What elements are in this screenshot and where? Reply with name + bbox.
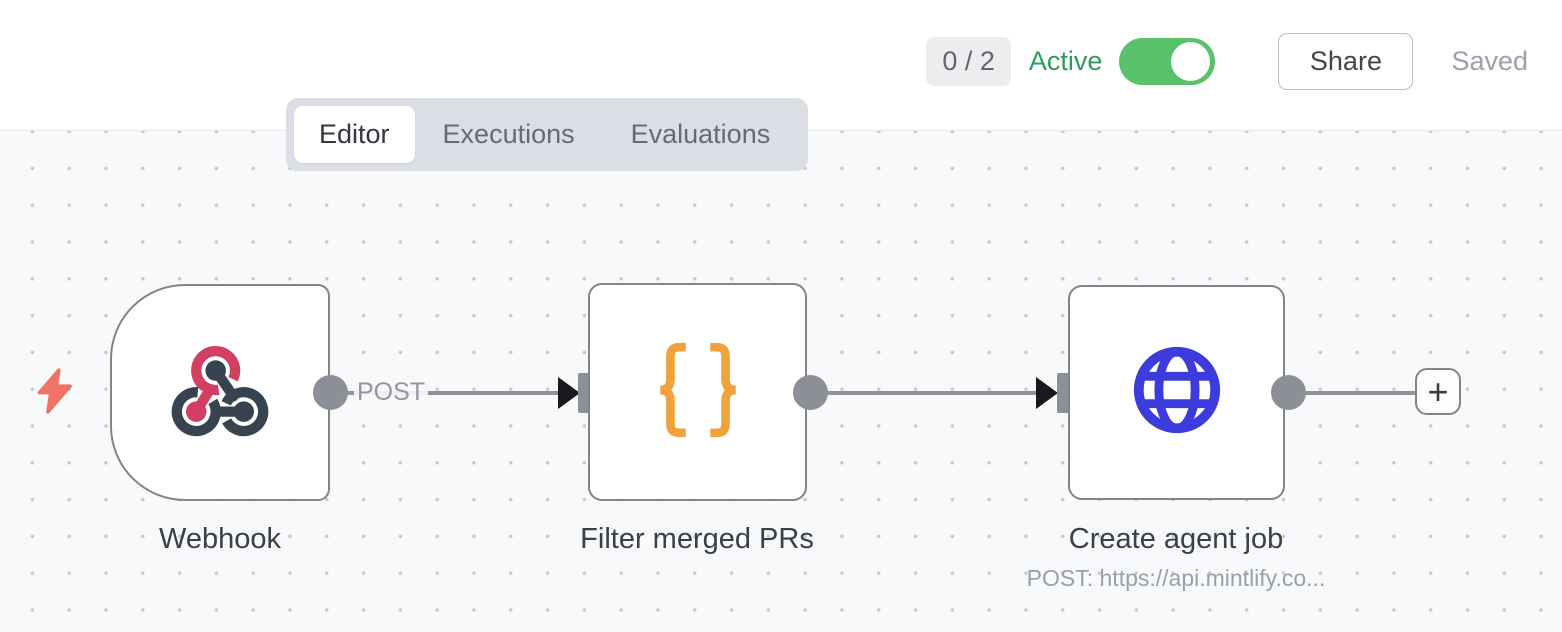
output-port-filter[interactable] xyxy=(793,375,828,410)
input-arrow-icon xyxy=(1036,377,1058,409)
node-sublabel-http: POST: https://api.mintlify.co... xyxy=(1026,565,1326,591)
add-node-button[interactable]: + xyxy=(1415,368,1461,415)
tab-executions[interactable]: Executions xyxy=(442,119,575,149)
node-label-webhook: Webhook xyxy=(159,523,281,555)
toggle-knob-icon xyxy=(1171,42,1211,81)
share-button[interactable]: Share xyxy=(1278,33,1414,90)
node-label-http: Create agent job xyxy=(1068,523,1284,555)
header-controls: 0 / 2 Active Share Saved xyxy=(926,33,1528,90)
trigger-bolt-icon xyxy=(34,365,74,417)
connection-webhook-filter[interactable] xyxy=(340,391,560,395)
node-filter-merged-prs[interactable] xyxy=(588,283,807,501)
node-webhook[interactable] xyxy=(110,284,330,501)
active-label: Active xyxy=(1028,46,1103,76)
connection-filter-http[interactable] xyxy=(823,391,1038,395)
connection-http-add[interactable] xyxy=(1301,391,1417,395)
active-toggle[interactable] xyxy=(1119,38,1216,85)
node-create-agent-job[interactable] xyxy=(1068,285,1285,500)
output-port-http[interactable] xyxy=(1271,375,1306,410)
curly-braces-icon xyxy=(647,339,749,446)
webhook-icon xyxy=(166,336,274,449)
connection-method-label: POST xyxy=(354,378,429,407)
globe-icon xyxy=(1128,341,1226,444)
view-tabbar: Editor Executions Evaluations xyxy=(286,98,809,171)
workflow-canvas[interactable]: Webhook POST Filter merged PRs Create ag xyxy=(0,131,1562,632)
node-label-filter: Filter merged PRs xyxy=(580,523,814,555)
saved-status: Saved xyxy=(1451,46,1528,76)
issues-count-badge[interactable]: 0 / 2 xyxy=(926,37,1011,86)
tab-editor[interactable]: Editor xyxy=(294,106,415,163)
tab-evaluations[interactable]: Evaluations xyxy=(630,119,771,149)
input-arrow-icon xyxy=(558,377,580,409)
